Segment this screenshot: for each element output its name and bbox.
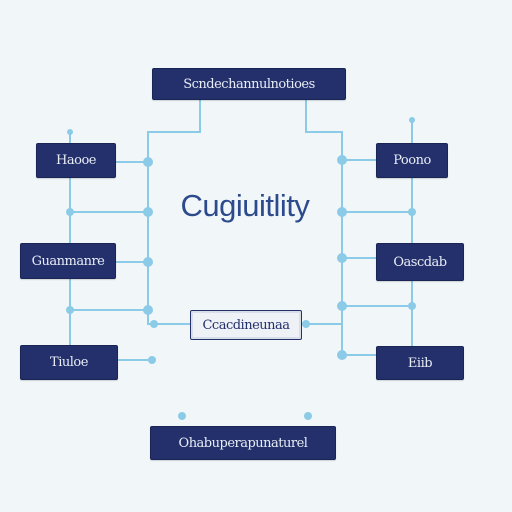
node-bottom: Ohabuperapunaturel: [150, 426, 336, 460]
node-left-2: Guanmanre: [20, 243, 116, 279]
connector-top-right: [305, 98, 343, 355]
node-right-1: Poono: [376, 143, 448, 178]
node-right-2: Oascdab: [376, 243, 464, 281]
node-left-2-label: Guanmanre: [31, 253, 105, 269]
node-left-1: Haooe: [36, 143, 116, 178]
center-title: Cugiuitlity: [180, 188, 310, 223]
node-top-label: Scndechannulnotioes: [183, 76, 315, 92]
node-left-3-label: Tiuloe: [50, 355, 88, 370]
node-right-3: Eiib: [376, 346, 464, 380]
node-middle-label: Ccacdineunaa: [202, 317, 290, 333]
node-right-1-label: Poono: [393, 153, 431, 168]
node-bottom-label: Ohabuperapunaturel: [178, 435, 308, 451]
node-right-3-label: Eiib: [407, 355, 433, 371]
node-right-2-label: Oascdab: [393, 254, 447, 270]
node-top: Scndechannulnotioes: [152, 68, 346, 100]
node-middle: Ccacdineunaa: [190, 310, 302, 340]
node-left-3: Tiuloe: [20, 345, 118, 380]
node-left-1-label: Haooe: [56, 153, 96, 168]
